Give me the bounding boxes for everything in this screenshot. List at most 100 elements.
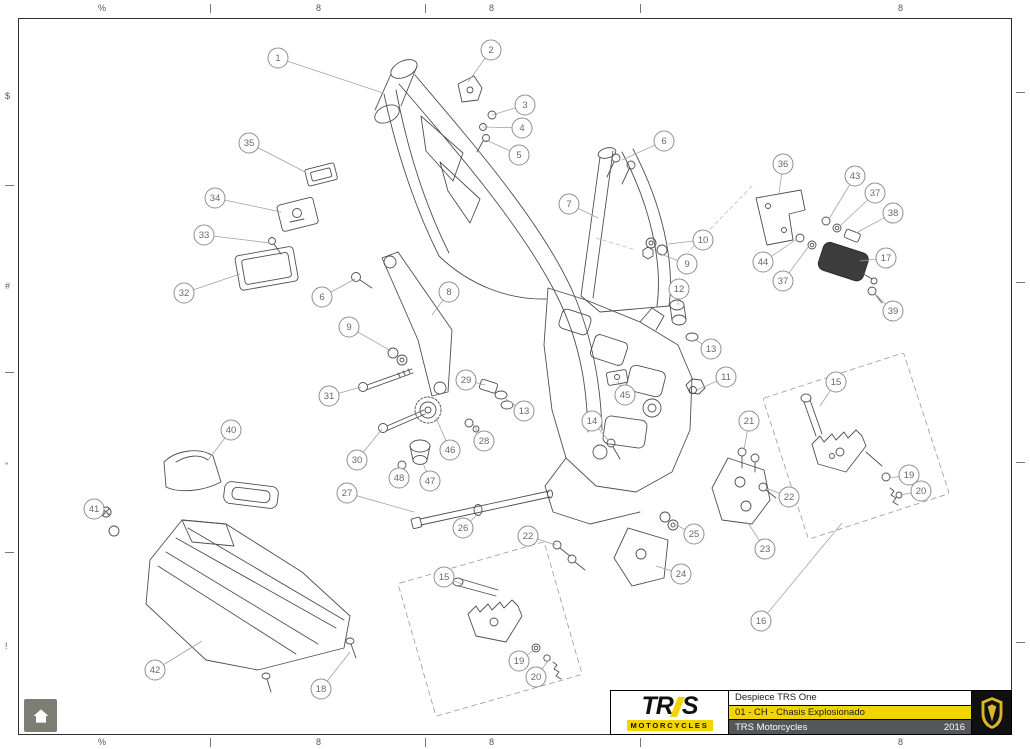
electronics-parts <box>234 162 338 291</box>
edge-mark: ” <box>5 461 8 471</box>
home-icon <box>33 708 48 723</box>
edge-mark: % <box>98 737 107 747</box>
titleblock-row-company: TRS Motorcycles 2016 <box>729 720 971 735</box>
callout-12: 12 <box>668 278 690 300</box>
steering-bracket-part <box>457 75 497 153</box>
edge-tick <box>425 738 426 747</box>
edge-mark: 8 <box>898 737 904 747</box>
svg-text:38: 38 <box>888 208 899 219</box>
callout-25: 25 <box>683 523 705 545</box>
callout-38: 38 <box>882 202 904 224</box>
svg-text:6: 6 <box>319 292 324 303</box>
svg-text:43: 43 <box>850 171 861 182</box>
callout-39: 39 <box>882 300 904 322</box>
callout-5: 5 <box>508 144 530 166</box>
edge-mark: 8 <box>316 3 322 13</box>
callout-19: 19 <box>508 650 530 672</box>
callout-22: 22 <box>778 486 800 508</box>
callout-34: 34 <box>204 187 226 209</box>
svg-text:30: 30 <box>352 455 363 466</box>
svg-text:37: 37 <box>870 188 881 199</box>
svg-text:47: 47 <box>425 476 436 487</box>
leader-line-35 <box>248 142 306 173</box>
callout-20: 20 <box>525 666 547 688</box>
svg-text:4: 4 <box>519 123 524 134</box>
callout-9: 9 <box>676 253 698 275</box>
svg-text:42: 42 <box>150 665 161 676</box>
svg-text:46: 46 <box>445 445 456 456</box>
callout-3: 3 <box>514 94 536 116</box>
edge-mark: # <box>5 281 11 291</box>
callout-10: 10 <box>692 229 714 251</box>
edge-tick <box>1016 92 1025 93</box>
svg-text:34: 34 <box>210 193 221 204</box>
svg-text:23: 23 <box>760 544 771 555</box>
svg-text:8: 8 <box>446 287 451 298</box>
callout-6: 6 <box>311 286 333 308</box>
svg-text:9: 9 <box>346 322 351 333</box>
callout-22: 22 <box>517 525 539 547</box>
edge-mark: % <box>98 3 107 13</box>
svg-text:27: 27 <box>342 488 353 499</box>
rubber-mount-part <box>394 396 442 480</box>
edge-tick <box>5 185 14 186</box>
home-button[interactable] <box>24 699 57 732</box>
leader-line-33 <box>203 234 271 244</box>
edge-tick <box>425 4 426 13</box>
edge-tick <box>5 552 14 553</box>
callout-11: 11 <box>715 366 737 388</box>
callout-23: 23 <box>754 538 776 560</box>
callout-47: 47 <box>419 470 441 492</box>
brand-tr: TR <box>641 692 673 720</box>
edge-mark: ! <box>5 641 8 651</box>
callout-18: 18 <box>310 678 332 700</box>
svg-text:13: 13 <box>706 344 717 355</box>
svg-text:19: 19 <box>514 656 525 667</box>
svg-text:3: 3 <box>522 100 527 111</box>
edge-tick <box>1016 462 1025 463</box>
svg-text:15: 15 <box>831 377 842 388</box>
callout-26: 26 <box>452 517 474 539</box>
brand-subtitle: MOTORCYCLES <box>626 720 713 731</box>
callout-9: 9 <box>338 316 360 338</box>
company-name: TRS Motorcycles <box>735 721 808 733</box>
callout-30: 30 <box>346 449 368 471</box>
edge-tick <box>5 372 14 373</box>
subframe-part <box>580 147 671 313</box>
callout-13: 13 <box>700 338 722 360</box>
svg-text:10: 10 <box>698 235 709 246</box>
main-frame-part <box>374 59 693 525</box>
callout-45: 45 <box>614 384 636 406</box>
svg-text:9: 9 <box>684 259 689 270</box>
svg-text:37: 37 <box>778 276 789 287</box>
svg-text:2: 2 <box>488 45 493 56</box>
svg-text:29: 29 <box>461 375 472 386</box>
axle-part <box>410 489 553 529</box>
svg-text:17: 17 <box>881 253 892 264</box>
svg-text:22: 22 <box>523 531 534 542</box>
edge-tick <box>1016 642 1025 643</box>
drawing-year: 2016 <box>943 721 965 733</box>
edge-mark: 8 <box>489 737 495 747</box>
svg-text:20: 20 <box>916 486 927 497</box>
engine-mounts <box>552 447 777 587</box>
title-block-rows: Despiece TRS One 01 - CH - Chasis Explos… <box>729 691 971 735</box>
svg-text:25: 25 <box>689 529 700 540</box>
svg-text:16: 16 <box>756 616 767 627</box>
svg-text:26: 26 <box>458 523 469 534</box>
svg-text:15: 15 <box>439 572 450 583</box>
callout-15: 15 <box>433 566 455 588</box>
callout-16: 16 <box>750 610 772 632</box>
leader-line-27 <box>346 492 415 513</box>
edge-tick <box>210 738 211 747</box>
titleblock-row-project: Despiece TRS One <box>729 691 971 706</box>
callout-13: 13 <box>513 400 535 422</box>
svg-text:40: 40 <box>226 425 237 436</box>
svg-text:39: 39 <box>888 306 899 317</box>
svg-text:5: 5 <box>516 150 521 161</box>
edge-tick <box>210 4 211 13</box>
svg-text:45: 45 <box>620 390 631 401</box>
callout-32: 32 <box>173 282 195 304</box>
